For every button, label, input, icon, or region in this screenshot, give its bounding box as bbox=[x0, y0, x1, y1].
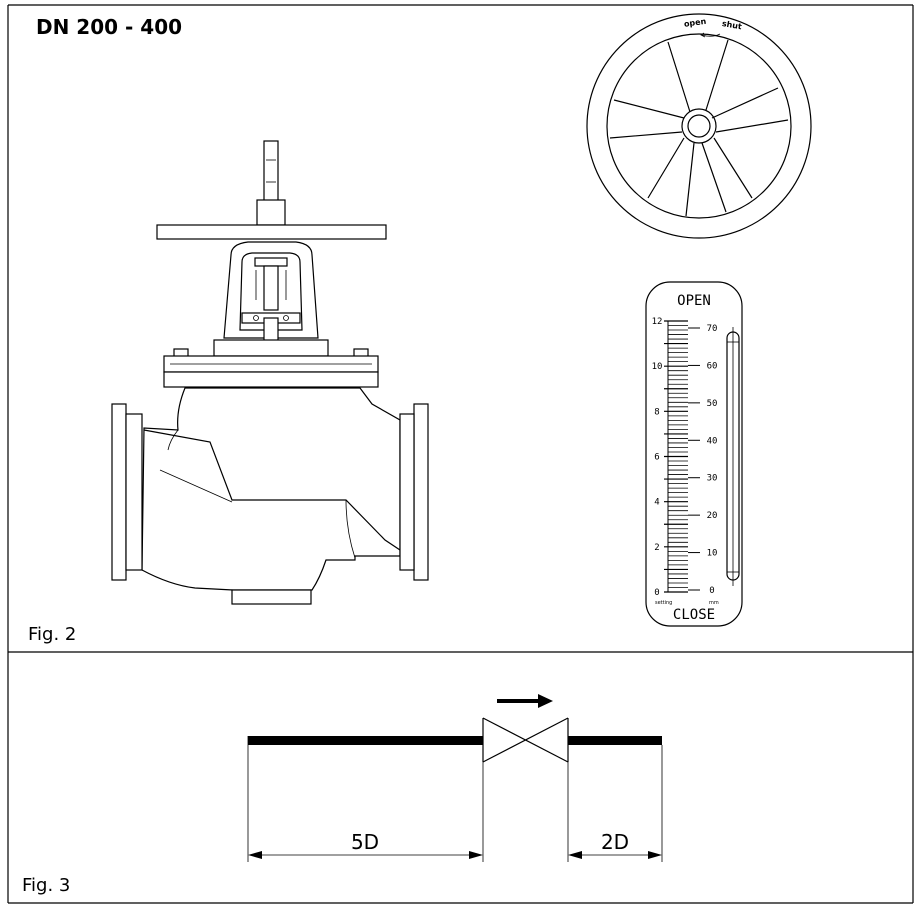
scale-left-tick-label: 10 bbox=[652, 362, 663, 372]
scale-right-tick-label: 20 bbox=[707, 511, 718, 521]
scale-left-tick-label: 2 bbox=[654, 543, 659, 553]
scale-left-tick-label: 4 bbox=[654, 498, 659, 508]
scale-right-tick-label: 50 bbox=[707, 399, 718, 409]
scale-close-label: CLOSE bbox=[673, 607, 715, 623]
valve-stem-top bbox=[263, 140, 279, 204]
scale-right-tick-label: 60 bbox=[707, 361, 718, 371]
scale-left-tick-label: 0 bbox=[654, 588, 659, 598]
handwheel-top-view: open shut bbox=[586, 13, 812, 239]
handwheel-side-view bbox=[156, 224, 387, 240]
handwheel-shut-label: shut bbox=[721, 19, 742, 31]
scale-right-tick-label: 70 bbox=[707, 324, 718, 334]
scale-right-tick-label: 30 bbox=[707, 474, 718, 484]
scale-right-tick-labels: 0 10 20 30 40 50 60 70 bbox=[688, 324, 717, 596]
frame bbox=[7, 4, 914, 904]
upstream-pipe bbox=[248, 736, 483, 745]
valve-symbol bbox=[482, 717, 569, 763]
dimension-2d-label: 2D bbox=[601, 830, 629, 854]
handwheel-open-label: open bbox=[683, 17, 707, 29]
pipe-installation-diagram: 5D 2D bbox=[247, 694, 663, 862]
fig2-title: DN 200 - 400 bbox=[36, 15, 182, 39]
scale-right-tick-label: 40 bbox=[707, 436, 718, 446]
right-flange bbox=[413, 403, 429, 581]
scale-ticks bbox=[664, 320, 688, 593]
left-flange bbox=[111, 403, 127, 581]
scale-right-tick-label: 10 bbox=[707, 549, 718, 559]
flow-direction-arrow bbox=[538, 694, 553, 708]
scale-open-label: OPEN bbox=[677, 293, 711, 309]
scale-left-tick-label: 8 bbox=[654, 407, 659, 417]
setting-scale: OPEN CLOSE setting mm 0 2 4 6 8 10 12 0 10 20 30 4… bbox=[645, 281, 743, 627]
fig2-caption: Fig. 2 bbox=[28, 624, 76, 645]
fig3-caption: Fig. 3 bbox=[22, 875, 70, 896]
downstream-pipe bbox=[568, 736, 662, 745]
scale-left-tick-label: 6 bbox=[654, 453, 659, 463]
scale-left-tick-labels: 0 2 4 6 8 10 12 bbox=[652, 317, 663, 598]
scale-left-unit: setting bbox=[655, 600, 672, 606]
scale-right-unit: mm bbox=[709, 600, 719, 606]
valve-drawing bbox=[111, 140, 429, 605]
scale-left-tick-label: 12 bbox=[652, 317, 663, 327]
scale-right-tick-label: 0 bbox=[709, 586, 714, 596]
valve-body bbox=[141, 387, 401, 591]
dimension-5d-label: 5D bbox=[351, 830, 379, 854]
